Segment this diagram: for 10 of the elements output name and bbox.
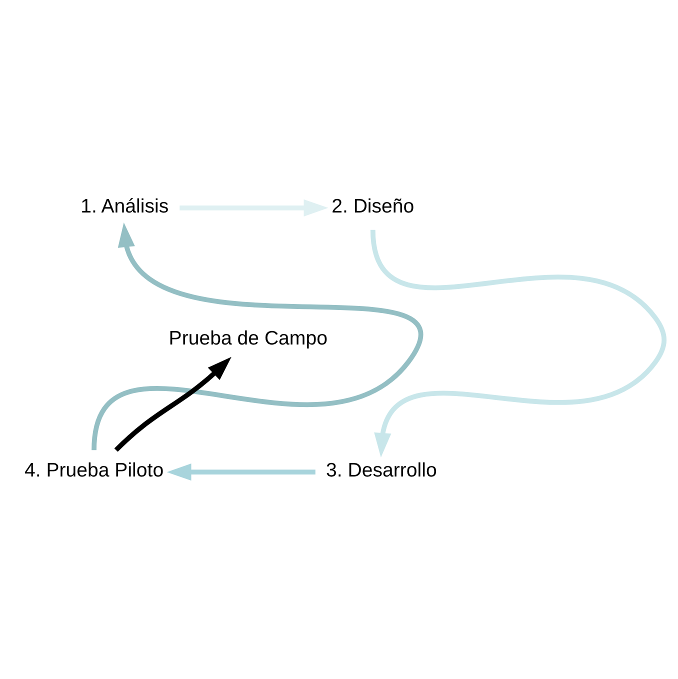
- node-text: 1. Análisis: [80, 195, 169, 218]
- node-text: Prueba de Campo: [168, 327, 328, 350]
- arrow: [166, 463, 316, 480]
- node-text: 2. Diseño: [332, 195, 414, 218]
- arrow: [92, 222, 422, 450]
- arrow: [180, 198, 328, 216]
- node-text: 3. Desarrollo: [326, 459, 437, 482]
- node-text: 4. Prueba Piloto: [24, 459, 164, 482]
- arrow: [114, 356, 232, 452]
- arrow: [370, 229, 666, 457]
